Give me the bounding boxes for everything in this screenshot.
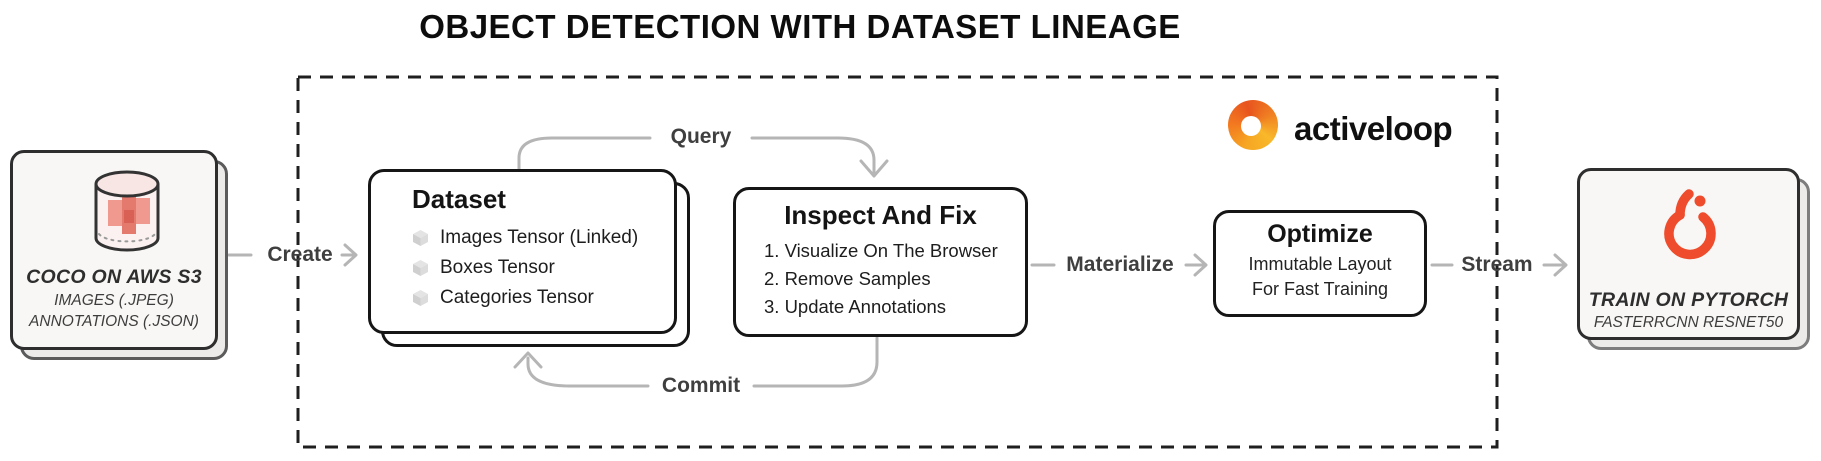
commit-arrow-right (752, 336, 879, 388)
query-arrow-left (517, 136, 652, 172)
optimize-line-2: For Fast Training (1251, 279, 1389, 299)
activeloop-wordmark: activeloop (1294, 110, 1453, 147)
optimize-line-1: Immutable Layout (1248, 254, 1392, 274)
query-arrow-right (750, 136, 889, 178)
edge-label-query: Query (670, 125, 732, 148)
inspect-item-visualize: 1. Visualize On The Browser (764, 240, 998, 261)
tensor-row-boxes: Boxes Tensor (412, 253, 674, 283)
train-node: TRAIN ON PYTORCH FASTERRCNN RESNET50 (1577, 168, 1800, 340)
source-node-coco: COCO ON AWS S3 IMAGES (.JPEG) ANNOTATION… (10, 150, 218, 350)
optimize-node: Optimize Immutable Layout For Fast Train… (1213, 210, 1427, 317)
inspect-item-remove: 2. Remove Samples (764, 268, 931, 289)
tensor-label-categories: Categories Tensor (440, 287, 594, 308)
tensor-label-images: Images Tensor (Linked) (440, 227, 639, 248)
activeloop-icon-hole (1241, 116, 1261, 136)
page-title: OBJECT DETECTION WITH DATASET LINEAGE (419, 8, 1181, 45)
edge-label-materialize: Materialize (1066, 253, 1174, 276)
inspect-item-update: 3. Update Annotations (764, 296, 947, 317)
tensor-row-images: Images Tensor (Linked) (412, 223, 674, 253)
dataset-node: Dataset Images Tensor (Linked) Boxes Ten… (368, 169, 677, 334)
optimize-title: Optimize (1267, 220, 1373, 248)
edge-label-stream: Stream (1461, 253, 1533, 276)
edge-label-commit: Commit (661, 374, 741, 397)
pytorch-flame-dot (1694, 195, 1706, 207)
inspect-title: Inspect And Fix (784, 200, 977, 230)
edge-label-create: Create (267, 243, 333, 266)
cube-icon (413, 290, 428, 306)
commit-arrow-left (513, 351, 650, 388)
train-subtitle: FASTERRCNN RESNET50 (1593, 314, 1784, 331)
inspect-node: Inspect And Fix 1. Visualize On The Brow… (733, 187, 1028, 337)
cube-icon (413, 230, 428, 246)
source-title: COCO ON AWS S3 (26, 266, 202, 288)
source-subtitle-annotations: ANNOTATIONS (.JSON) (29, 313, 199, 330)
pytorch-flame-icon (1664, 189, 1716, 260)
stream-arrow-head (1542, 253, 1568, 277)
tensor-row-categories: Categories Tensor (412, 283, 674, 313)
cube-icon (413, 260, 428, 276)
pipeline-boundary (296, 75, 1499, 449)
materialize-arrow-head (1184, 253, 1208, 277)
s3-bucket-icon (94, 170, 160, 252)
train-title: TRAIN ON PYTORCH (1588, 289, 1789, 311)
create-arrow-head (340, 243, 358, 267)
tensor-label-boxes: Boxes Tensor (440, 257, 555, 278)
dataset-title: Dataset (412, 184, 506, 214)
source-subtitle-images: IMAGES (.JPEG) (54, 292, 174, 309)
